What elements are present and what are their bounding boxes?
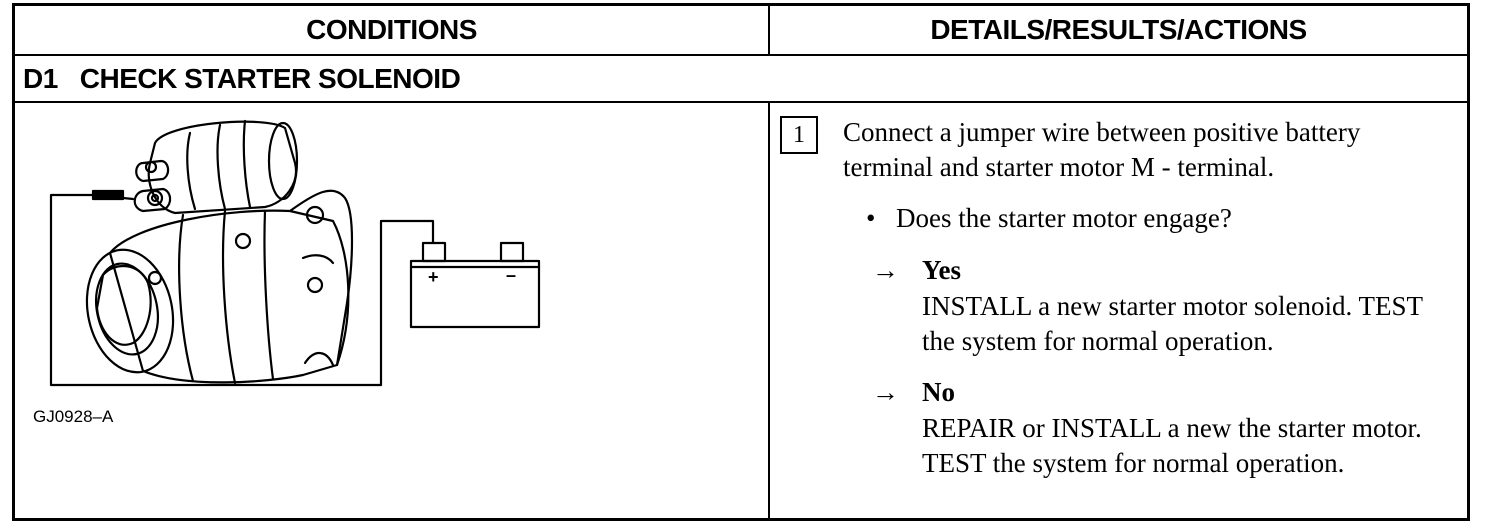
details-cell: 1 Connect a jumper wire between positive… xyxy=(770,103,1467,518)
motor-nose xyxy=(95,264,152,346)
conditions-cell: + – GJ0928–A xyxy=(15,103,770,518)
details-header: DETAILS/RESULTS/ACTIONS xyxy=(930,14,1307,45)
rear-housing xyxy=(288,189,354,367)
no-action: REPAIR or INSTALL a new the starter moto… xyxy=(922,413,1422,478)
no-label: No xyxy=(922,377,955,407)
question-line: • Does the starter motor engage? xyxy=(866,201,1232,236)
starter-motor-illustration: + – xyxy=(49,119,541,387)
step-title-row: D1 CHECK STARTER SOLENOID xyxy=(15,56,1467,103)
step-number-box: 1 xyxy=(780,116,818,154)
motor-front-face xyxy=(85,248,175,374)
figure-id: GJ0928–A xyxy=(33,407,114,426)
arrow-right-icon: → xyxy=(872,377,899,407)
arrow-right-icon: → xyxy=(872,255,899,285)
step-code: D1 xyxy=(23,62,58,94)
battery-positive-sign: + xyxy=(428,267,439,287)
yes-label: Yes xyxy=(922,255,961,285)
battery-negative-post xyxy=(499,241,525,263)
motor-body xyxy=(108,209,350,384)
conditions-header: CONDITIONS xyxy=(15,6,770,54)
m-terminal xyxy=(135,159,170,183)
yes-action: INSTALL a new starter motor solenoid. TE… xyxy=(922,291,1423,356)
diagnostic-table: CONDITIONS DETAILS/RESULTS/ACTIONS D1 CH… xyxy=(12,3,1470,521)
question-text: Does the starter motor engage? xyxy=(896,203,1232,233)
bullet-icon: • xyxy=(866,203,876,233)
battery-negative-sign: – xyxy=(506,265,516,285)
battery xyxy=(409,259,541,329)
instruction-text: Connect a jumper wire between positive b… xyxy=(843,117,1361,182)
step-title: CHECK STARTER SOLENOID xyxy=(79,62,461,94)
battery-positive-post xyxy=(421,241,447,263)
jumper-wire xyxy=(49,193,435,387)
table-header-row: CONDITIONS DETAILS/RESULTS/ACTIONS xyxy=(15,6,1467,56)
